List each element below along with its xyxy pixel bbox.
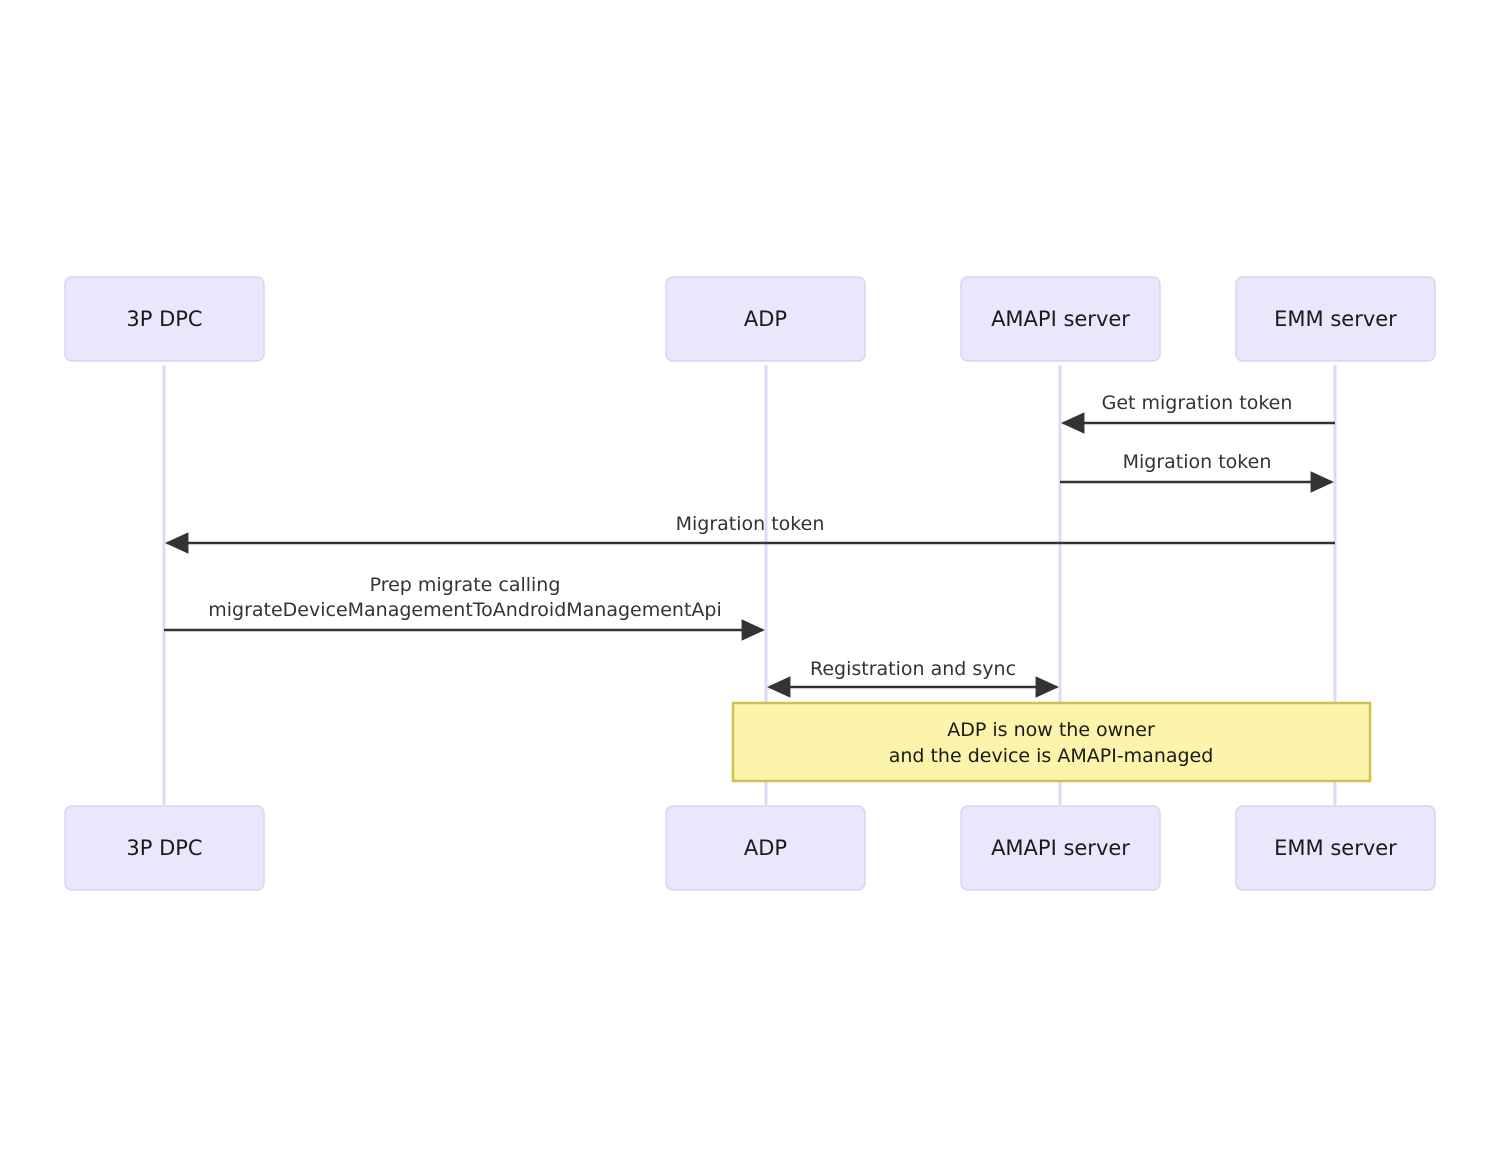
note-adp-owner-line2: and the device is AMAPI-managed [889, 745, 1214, 767]
participants-bottom-group: 3P DPC ADP AMAPI server EMM server [64, 805, 1436, 891]
participant-top-emm-label: EMM server [1274, 307, 1397, 331]
participant-bottom-amapi-box[interactable] [960, 805, 1161, 891]
message-get-migration-token[interactable]: Get migration token [1061, 392, 1335, 434]
participant-bottom-amapi[interactable]: AMAPI server [960, 805, 1161, 891]
note-adp-owner[interactable]: ADP is now the owner and the device is A… [731, 701, 1372, 783]
participant-top-emm[interactable]: EMM server [1235, 276, 1436, 362]
participant-top-dpc[interactable]: 3P DPC [64, 276, 265, 362]
participant-bottom-adp-label: ADP [744, 836, 787, 860]
message-migration-token-amapi-emm-label: Migration token [1123, 451, 1272, 473]
message-prep-migrate-label-line1: Prep migrate calling [370, 574, 561, 596]
participant-top-dpc-label: 3P DPC [126, 307, 202, 331]
participant-bottom-adp-box[interactable] [665, 805, 866, 891]
note-adp-owner-box[interactable] [731, 701, 1372, 783]
message-registration-and-sync-label: Registration and sync [810, 658, 1016, 680]
message-migration-token-emm-dpc-label: Migration token [676, 513, 825, 535]
participant-bottom-adp[interactable]: ADP [665, 805, 866, 891]
message-migration-token-amapi-emm[interactable]: Migration token [1060, 451, 1334, 493]
participant-top-dpc-box[interactable] [64, 276, 265, 362]
participant-top-adp-box[interactable] [665, 276, 866, 362]
participant-bottom-emm-box[interactable] [1235, 805, 1436, 891]
participant-top-amapi-label: AMAPI server [991, 307, 1130, 331]
message-prep-migrate-label-line2: migrateDeviceManagementToAndroidManageme… [208, 599, 722, 621]
participant-bottom-amapi-label: AMAPI server [991, 836, 1130, 860]
message-migration-token-emm-dpc[interactable]: Migration token [165, 513, 1335, 554]
message-registration-and-sync[interactable]: Registration and sync [767, 658, 1059, 698]
participant-top-adp[interactable]: ADP [665, 276, 866, 362]
participant-bottom-dpc[interactable]: 3P DPC [64, 805, 265, 891]
participant-bottom-emm-label: EMM server [1274, 836, 1397, 860]
participant-bottom-emm[interactable]: EMM server [1235, 805, 1436, 891]
participant-top-amapi-box[interactable] [960, 276, 1161, 362]
participant-top-amapi[interactable]: AMAPI server [960, 276, 1161, 362]
participant-top-emm-box[interactable] [1235, 276, 1436, 362]
participant-bottom-dpc-label: 3P DPC [126, 836, 202, 860]
participant-top-adp-label: ADP [744, 307, 787, 331]
participant-bottom-dpc-box[interactable] [64, 805, 265, 891]
participants-top-group: 3P DPC ADP AMAPI server EMM server [64, 276, 1436, 362]
note-adp-owner-line1: ADP is now the owner [947, 719, 1155, 741]
message-get-migration-token-label: Get migration token [1102, 392, 1293, 414]
message-prep-migrate[interactable]: Prep migrate calling migrateDeviceManage… [164, 574, 765, 641]
